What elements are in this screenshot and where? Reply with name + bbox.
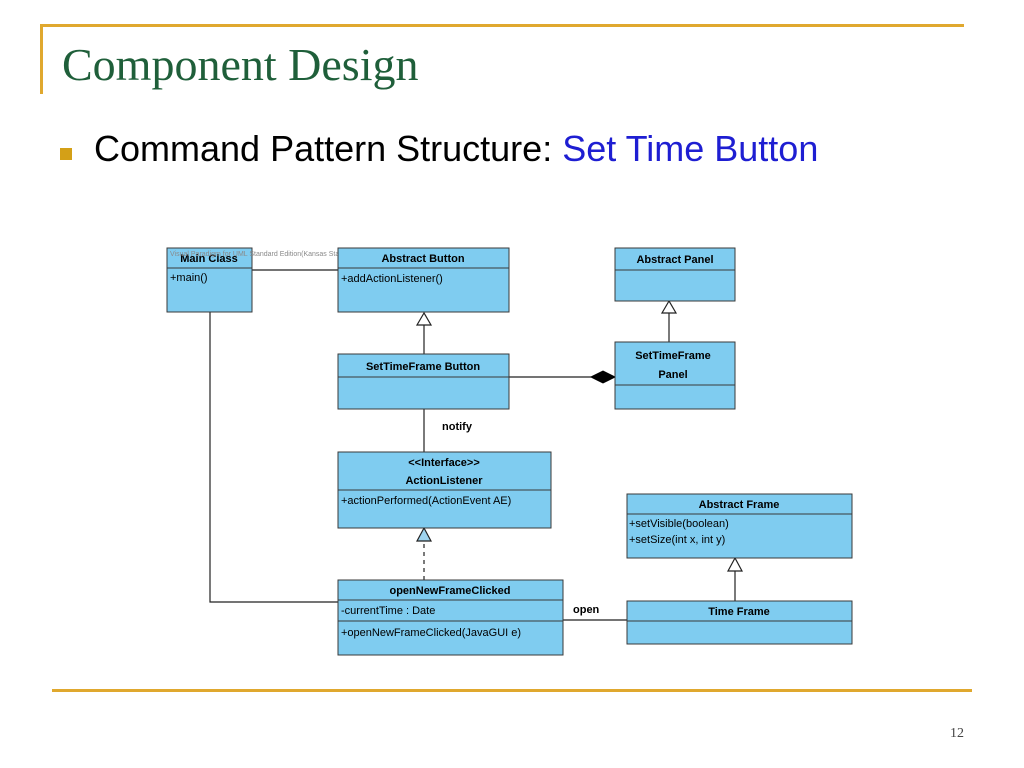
class-time-frame: Time Frame (626, 600, 853, 645)
class-abstract-panel: Abstract Panel (614, 247, 736, 302)
class-action-listener: <<Interface>> ActionListener +actionPerf… (337, 451, 552, 529)
class-main-name: Main Class (180, 253, 237, 265)
class-abstract-frame-member: +setVisible(boolean) (629, 518, 729, 530)
slide-left-rule (40, 24, 43, 94)
slide-title: Component Design (62, 39, 419, 90)
bullet-prefix: Command Pattern Structure: (94, 128, 563, 169)
class-main: Main Class +main() (166, 247, 253, 313)
generalization-arrow-icon (415, 311, 433, 326)
class-settime-button-name: SetTimeFrame Button (366, 361, 480, 373)
class-abstract-panel-name: Abstract Panel (636, 254, 713, 266)
class-open-new-frame-name: openNewFrameClicked (389, 585, 510, 597)
class-abstract-frame-member: +setSize(int x, int y) (629, 534, 725, 546)
class-settime-panel: SetTimeFrame Panel (614, 341, 736, 410)
bullet-highlight: Set Time Button (562, 128, 819, 169)
class-abstract-button: Abstract Button +addActionListener() (337, 247, 510, 313)
class-open-new-frame: openNewFrameClicked -currentTime : Date … (337, 579, 564, 656)
class-open-new-frame-member: +openNewFrameClicked(JavaGUI e) (341, 627, 521, 639)
generalization-arrow-icon (726, 556, 744, 572)
class-settime-button: SetTimeFrame Button (337, 353, 510, 410)
class-abstract-button-member: +addActionListener() (341, 273, 443, 285)
class-abstract-frame-name: Abstract Frame (699, 499, 780, 511)
class-time-frame-name: Time Frame (708, 606, 770, 618)
class-abstract-frame: Abstract Frame +setVisible(boolean) +set… (626, 493, 853, 559)
page-number: 12 (950, 726, 964, 741)
edge-main-open-new-frame (209, 312, 338, 603)
bullet-square-icon (60, 148, 72, 160)
class-settime-panel-name-line2: Panel (658, 369, 687, 381)
class-action-listener-name: ActionListener (405, 475, 483, 487)
bullet-item: Command Pattern Structure: Set Time Butt… (94, 128, 818, 170)
open-label: open (573, 604, 600, 616)
composition-diamond-icon (589, 370, 617, 384)
class-action-listener-member: +actionPerformed(ActionEvent AE) (341, 495, 511, 507)
class-action-listener-stereotype: <<Interface>> (408, 457, 480, 469)
slide-bottom-rule (52, 689, 972, 692)
generalization-arrow-icon (660, 299, 678, 314)
class-main-member: +main() (170, 272, 208, 284)
realization-arrow-icon (415, 526, 433, 542)
notify-label: notify (442, 421, 473, 433)
class-settime-panel-name-line1: SetTimeFrame (635, 350, 711, 362)
class-abstract-button-name: Abstract Button (381, 253, 464, 265)
diagram-watermark: Visual Paradigm for UML Standard Edition… (170, 251, 380, 258)
slide-top-rule (40, 24, 964, 27)
class-open-new-frame-attribute: -currentTime : Date (341, 605, 435, 617)
